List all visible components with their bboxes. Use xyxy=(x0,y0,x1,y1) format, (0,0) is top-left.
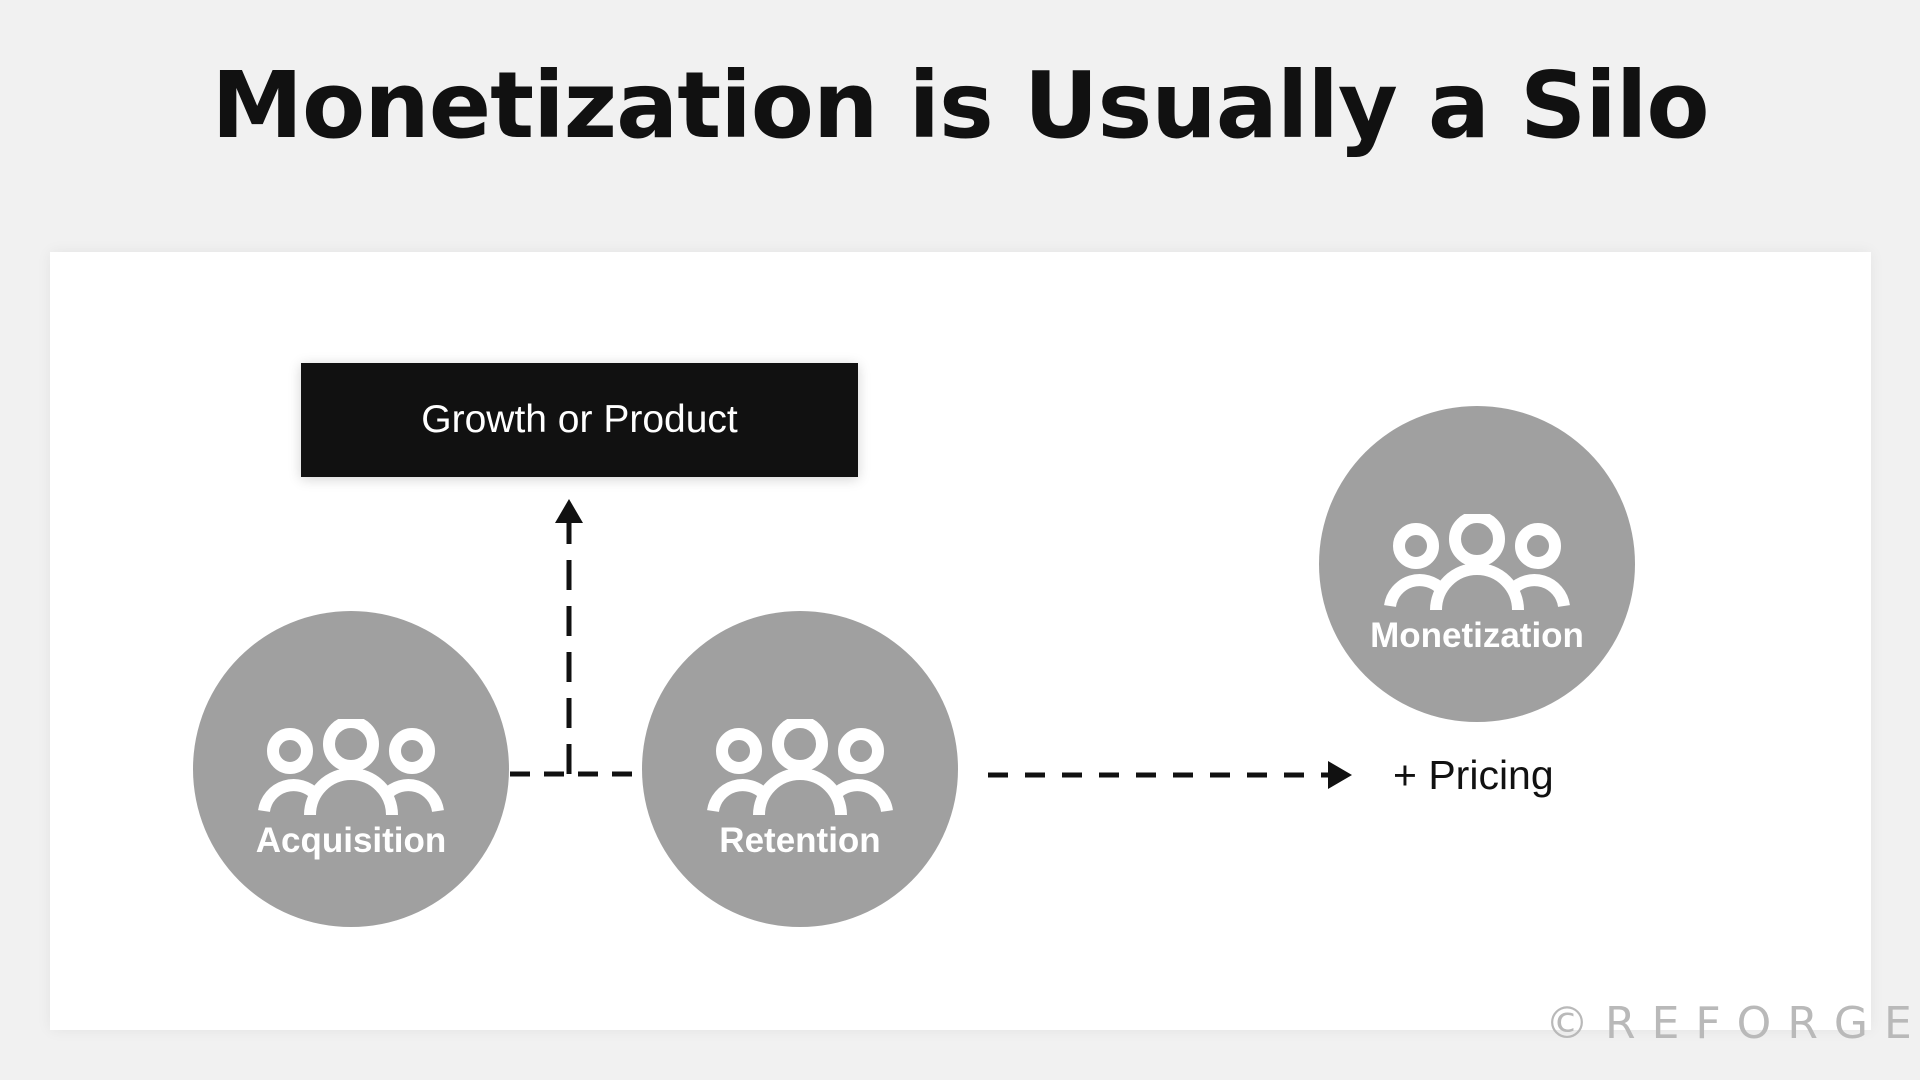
growth-or-product-box: Growth or Product xyxy=(301,363,858,477)
growth-or-product-label: Growth or Product xyxy=(421,398,738,441)
reforge-watermark: ©REFORGE xyxy=(1545,998,1920,1049)
node-label: Monetization xyxy=(1370,616,1584,655)
node-monetization: Monetization xyxy=(1319,406,1635,722)
arrowhead-up-icon xyxy=(555,499,583,523)
node-acquisition: Acquisition xyxy=(193,611,509,927)
slide-title: Monetization is Usually a Silo xyxy=(211,52,1709,159)
arrowhead-right-icon xyxy=(1328,761,1352,789)
people-group-icon xyxy=(707,719,893,815)
pricing-annotation: + Pricing xyxy=(1393,752,1554,798)
people-group-icon xyxy=(1384,514,1570,610)
node-label: Acquisition xyxy=(255,821,447,860)
node-retention: Retention xyxy=(642,611,958,927)
node-label: Retention xyxy=(719,821,881,860)
people-group-icon xyxy=(258,719,444,815)
